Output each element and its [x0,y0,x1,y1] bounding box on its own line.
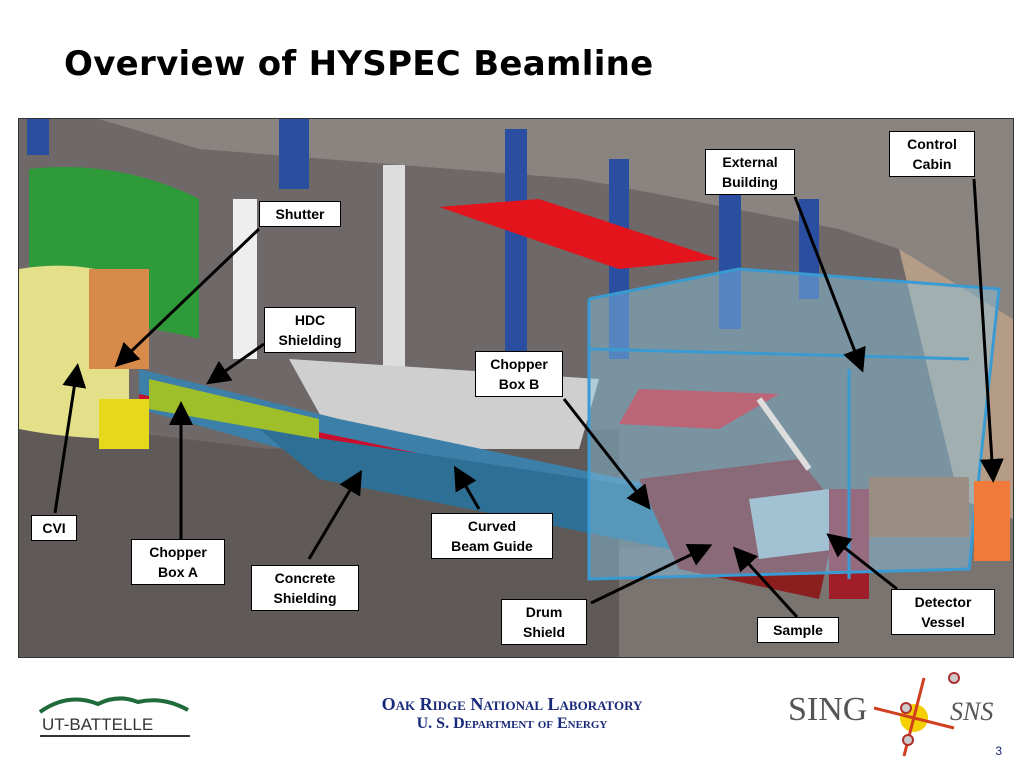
beamline-diagram: Shutter HDC Shielding Chopper Box B Exte… [18,118,1014,658]
label-concrete-shielding: Concrete Shielding [251,565,359,611]
label-shutter: Shutter [259,201,341,227]
label-drum-shield: Drum Shield [501,599,587,645]
label-cvi: CVI [31,515,77,541]
page-number: 3 [995,744,1002,758]
label-detector-vessel: Detector Vessel [891,589,995,635]
footer-line-1: Oak Ridge National Laboratory [381,694,643,714]
sing-text: SING [788,691,867,728]
label-external-building: External Building [705,149,795,195]
label-chopper-box-a: Chopper Box A [131,539,225,585]
footer-organization: Oak Ridge National Laboratory U. S. Depa… [0,694,1024,733]
sns-text: SNS [950,697,993,726]
ut-battelle-logo: UT-BATTELLE [38,690,198,745]
label-hdc-shielding: HDC Shielding [264,307,356,353]
footer-line-2: U. S. Department of Energy [416,715,608,732]
sing-sns-logo: SING SNS [784,668,1004,763]
ut-battelle-text: UT-BATTELLE [42,715,153,734]
label-chopper-box-b: Chopper Box B [475,351,563,397]
page-title: Overview of HYSPEC Beamline [64,44,654,84]
label-curved-beam-guide: Curved Beam Guide [431,513,553,559]
label-control-cabin: Control Cabin [889,131,975,177]
label-sample: Sample [757,617,839,643]
